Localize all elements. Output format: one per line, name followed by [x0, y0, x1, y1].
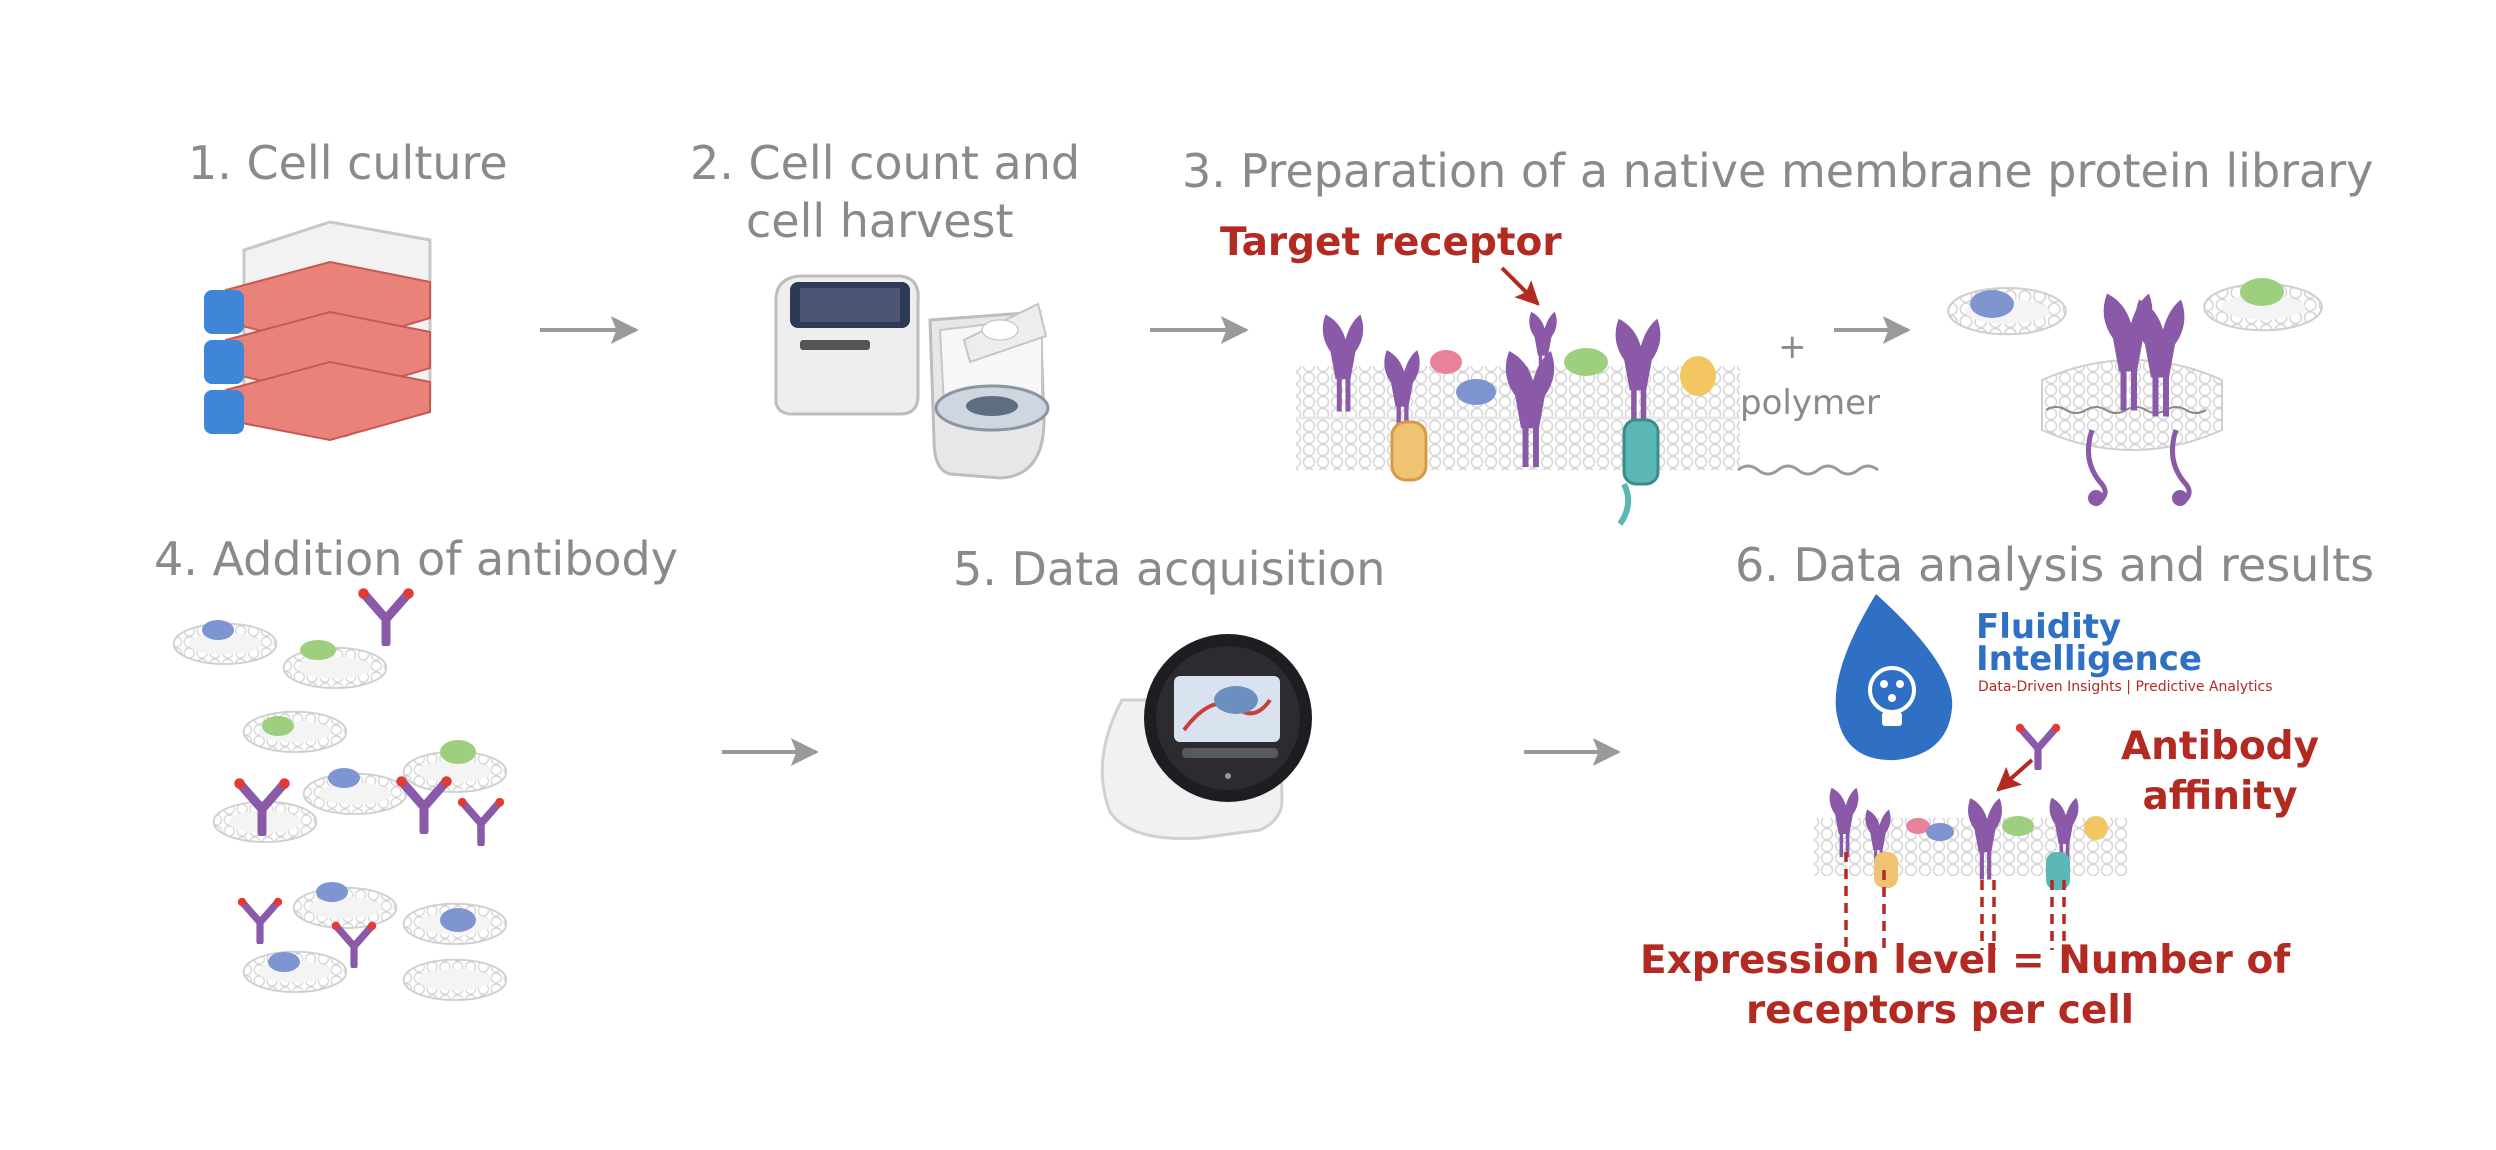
step-3-label: 3. Preparation of a native membrane prot…: [1182, 144, 2374, 198]
step-6-label: 6. Data analysis and results: [1735, 538, 2375, 592]
nanodisc-icon: [1947, 278, 2323, 507]
antibody-mixture-icon: [172, 588, 508, 1001]
centrifuge-icon: [928, 302, 1050, 480]
plus-sign: +: [1778, 327, 1807, 367]
cell-counter-icon: [774, 274, 920, 416]
expression-dashed-lines: [1844, 852, 2066, 950]
expression-level-line2: receptors per cell: [1745, 988, 2135, 1033]
expression-level-line1: Expression level = Number of: [1640, 938, 2291, 983]
step-2-label-line1: 2. Cell count and: [690, 136, 1081, 190]
target-receptor-label: Target receptor: [1220, 220, 1562, 265]
membrane-bilayer-icon: [1296, 311, 1740, 526]
polymer-label: polymer: [1740, 383, 1880, 423]
step-5-label: 5. Data acquisition: [953, 542, 1386, 596]
step-4-label: 4. Addition of antibody: [154, 532, 678, 586]
step-2-label-line2: cell harvest: [746, 194, 1014, 248]
cell-culture-flasks-icon: [204, 220, 432, 442]
polymer-chain-icon: [1737, 464, 1879, 476]
fluidity-intelligence-logo: [1835, 594, 1953, 761]
brand-tagline: Data-Driven Insights | Predictive Analyt…: [1978, 679, 2273, 695]
antibody-icon: [358, 588, 414, 643]
step-1-label: 1. Cell culture: [188, 136, 508, 190]
brand-name-line2: Intelligence: [1976, 639, 2202, 679]
antibody-affinity-line1: Antibody: [2120, 724, 2319, 769]
antibody-affinity-line2: affinity: [2142, 774, 2298, 819]
affinity-arrow: [1996, 758, 2034, 792]
target-receptor-arrow: [1500, 266, 1540, 306]
brand-name-line1: Fluidity: [1976, 607, 2122, 647]
result-membrane-icon: [1814, 724, 2128, 890]
instrument-icon: [1100, 634, 1312, 840]
